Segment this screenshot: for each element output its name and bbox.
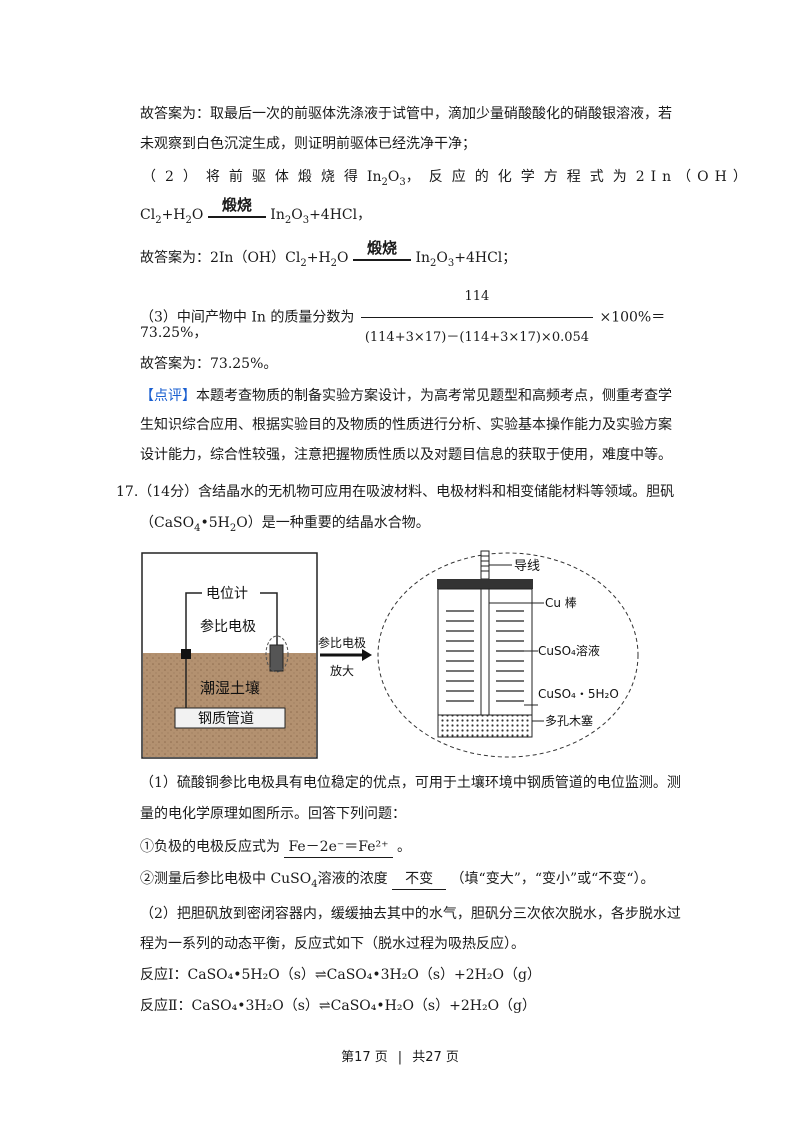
- plug-label: 多孔木塞: [545, 713, 593, 728]
- cu-rod: [480, 588, 490, 716]
- mass-fraction: 114 (114+3×17)－(114+3×17)×0.054: [360, 278, 594, 357]
- reaction-arrow: 煅烧: [207, 196, 266, 225]
- part2-line-1: （2）把胆矾放到密闭容器内，缓缓抽去其中的水气，胆矾分三次依次脱水，各步脱水过: [140, 906, 681, 922]
- soil-region: [143, 653, 316, 757]
- magnified-view: [377, 552, 639, 758]
- q3-result: 73.25%，: [140, 325, 208, 341]
- porous-plug: [437, 714, 533, 738]
- q2-label: （2）: [142, 169, 206, 185]
- q17-line-1: 17.（14分）含结晶水的无机物可应用在吸波材料、电极材料和相变储能材料等领域。…: [116, 484, 675, 500]
- pipe-contact: [181, 649, 191, 659]
- arrow-label-bottom: 放大: [330, 663, 354, 678]
- comment-line-3: 设计能力，综合性较强，注意把握物质性质以及对题目信息的获取于使用，难度中等。: [140, 447, 672, 463]
- q2-answer: 故答案为：2In（OH）Cl2+H2O 煅烧 In2O3+4HCl；: [140, 239, 517, 269]
- pipe: [174, 707, 286, 729]
- soil-label: 潮湿土壤: [200, 679, 260, 697]
- reaction-2: 反应Ⅱ：CaSO₄•3H₂O（s）⇌CaSO₄•H₂O（s）+2H₂O（g）: [140, 998, 537, 1014]
- answer-line-2: 未观察到白色沉淀生成，则证明前驱体已经洗净干净；: [140, 136, 476, 152]
- comment-tag: 【点评】: [140, 388, 196, 404]
- q2-product: In2O3: [366, 169, 406, 188]
- ref-electrode: [269, 644, 284, 672]
- part1-line-2: 量的电化学原理如图所示。回答下列问题：: [140, 806, 406, 822]
- condition-label: 煅烧: [221, 196, 252, 214]
- meter-label: 电位计: [206, 586, 248, 602]
- arrow-label-top: 参比电极: [318, 635, 366, 650]
- cu-rod-label: Cu 棒: [545, 596, 577, 610]
- answer-blank-b: 不变: [392, 869, 447, 890]
- solution-lines: [446, 610, 524, 702]
- q17-line-2: （CaSO4•5H2O）是一种重要的结晶水合物。: [140, 515, 430, 534]
- part1-line-1: （1）硫酸铜参比电极具有电位稳定的优点，可用于土壤环境中钢质管道的电位监测。测: [140, 775, 681, 791]
- q2-equation: Cl2+H2O 煅烧 In2O3+4HCl，: [140, 196, 372, 226]
- comment-line-2: 生知识综合应用、根据实验目的及物质的性质进行分析、实验基本操作能力及实验方案: [140, 417, 672, 433]
- question-number: 17.: [116, 484, 139, 500]
- comment-line-1: 【点评】本题考查物质的制备实验方案设计，为高考常见题型和高频考点，侧重考查学: [140, 388, 672, 404]
- pipe-label: 钢质管道: [198, 711, 254, 727]
- solution-label: CuSO₄溶液: [538, 643, 600, 658]
- answer-blank-a: Fe－2e⁻＝Fe²⁺: [284, 837, 393, 858]
- answer-line-1: 故答案为：取最后一次的前驱体洗涤液于试管中，滴加少量硝酸酸化的硝酸银溶液，若: [140, 106, 672, 122]
- reaction-1: 反应Ⅰ：CaSO₄•5H₂O（s）⇌CaSO₄•3H₂O（s）+2H₂O（g）: [140, 967, 541, 983]
- fraction-numerator: 114: [360, 278, 594, 318]
- q2-text: 将前驱体煅烧得: [205, 169, 367, 185]
- reaction-arrow-2: 煅烧: [352, 239, 411, 268]
- page-footer: 第17 页|共27 页: [341, 1050, 459, 1065]
- part1-b: ②测量后参比电极中 CuSO4溶液的浓度 不变 （填“变大”，“变小”或“不变“…: [140, 869, 655, 890]
- q2-line: （2） 将前驱体煅烧得 In2O3 ，反应的化学方程式为 2In（OH）: [142, 167, 747, 193]
- q2-text2: ，反应的化学方程式为: [405, 169, 636, 185]
- crystal-label: CuSO₄・5H₂O: [538, 687, 619, 701]
- electrode-figure: 电位计 参比电极 潮湿土壤 钢质管道 参比电极 放大 导线 Cu 棒 CuSO₄…: [141, 550, 639, 759]
- q2-eq-head: 2In（OH）: [635, 169, 753, 185]
- wire-label: 导线: [514, 559, 540, 574]
- condition-label-2: 煅烧: [366, 239, 397, 257]
- part1-a: ①负极的电极反应式为 Fe－2e⁻＝Fe²⁺ 。: [140, 837, 411, 858]
- fraction-denominator: (114+3×17)－(114+3×17)×0.054: [364, 330, 590, 345]
- part2-line-2: 程为一系列的动态平衡，反应式如下（脱水过程为吸热反应）。: [140, 936, 525, 952]
- page-number: 第17 页: [341, 1050, 388, 1065]
- ref-electrode-label: 参比电极: [200, 618, 256, 635]
- q3-answer: 故答案为：73.25%。: [140, 356, 278, 372]
- electrode-cap: [437, 579, 533, 589]
- page-total: 共27 页: [412, 1050, 459, 1065]
- q3-line: （3）中间产物中 In 的质量分数为 114 (114+3×17)－(114+3…: [140, 278, 665, 357]
